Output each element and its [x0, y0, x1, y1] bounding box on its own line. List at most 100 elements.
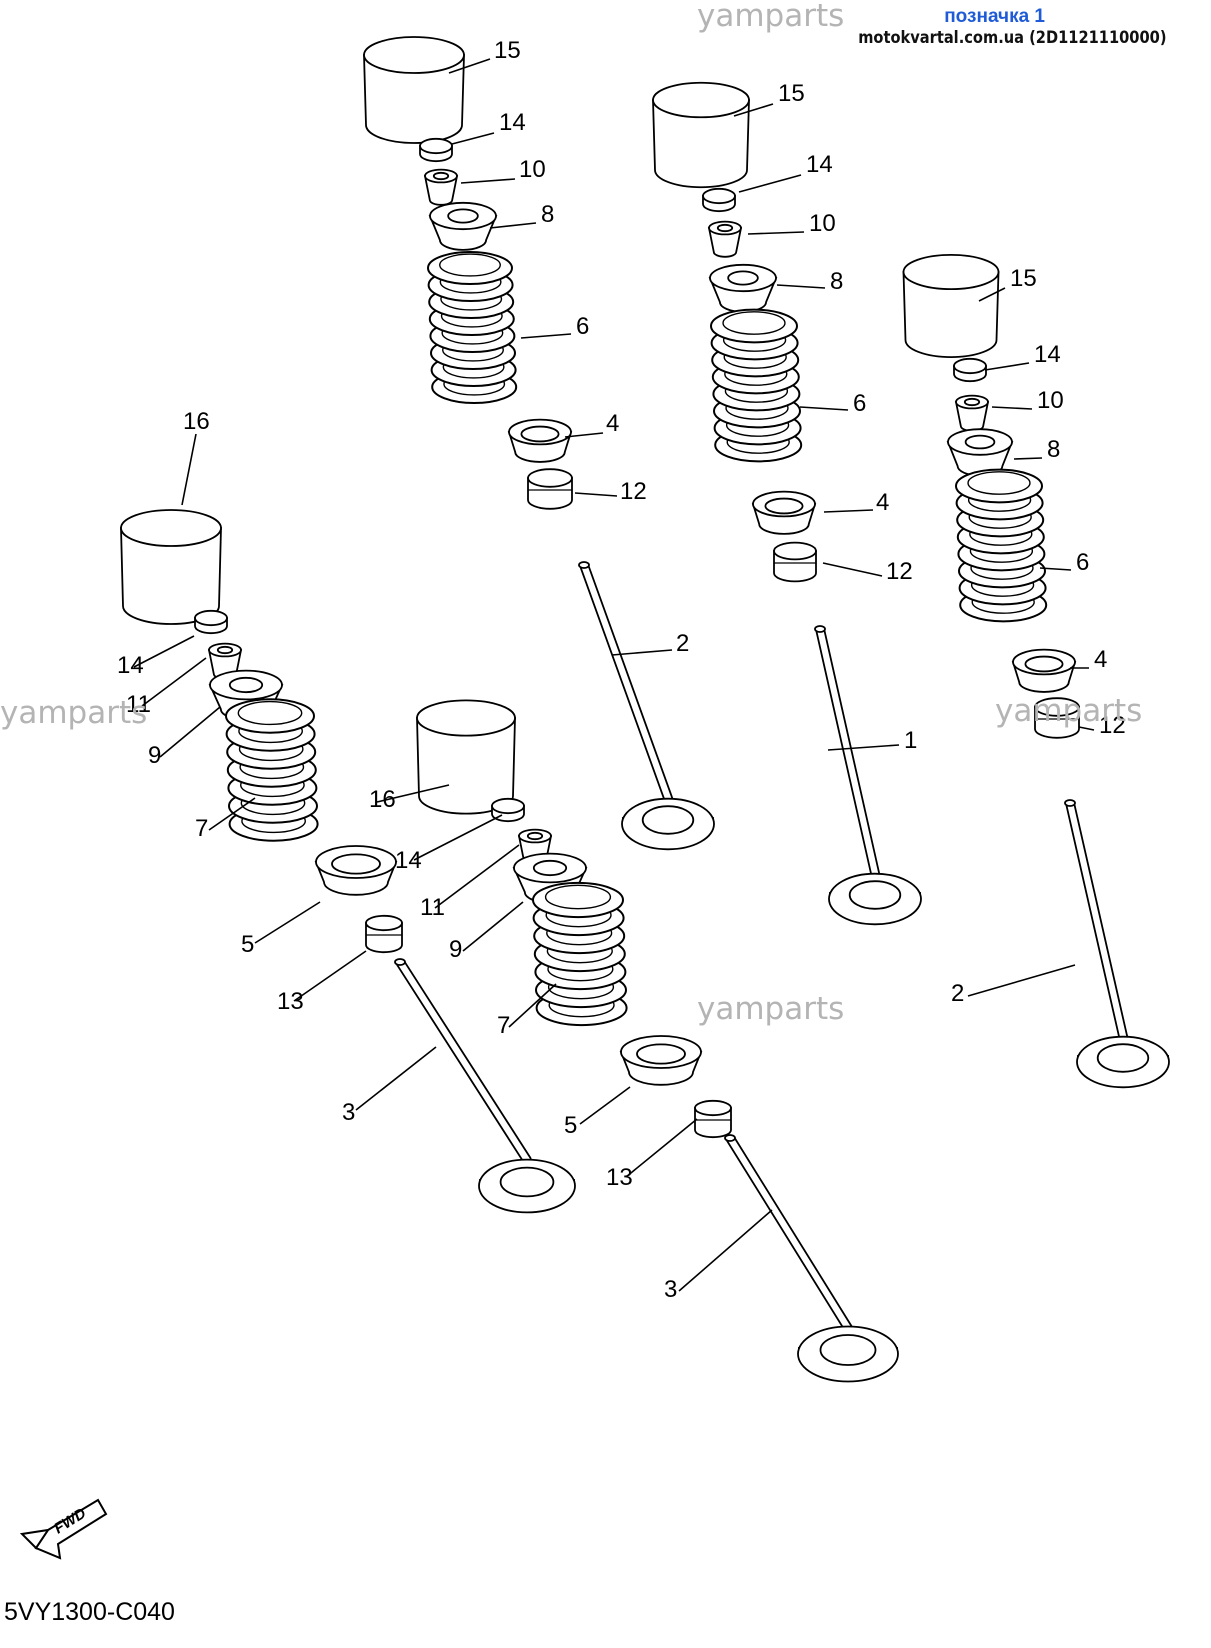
callout-number: 5: [564, 1112, 577, 1139]
callout-leader: [355, 1046, 437, 1111]
adjusting-pad-14: [419, 137, 453, 163]
callout-leader: [460, 178, 516, 184]
callout-number: 1: [904, 727, 917, 754]
valve-stem-seal-12: [527, 468, 573, 510]
adjusting-pad-14: [702, 187, 736, 213]
valve-cotter-11: [207, 642, 243, 680]
intake-valve-2: [1064, 799, 1170, 1089]
callout-number: 2: [951, 980, 964, 1007]
callout-number: 10: [1037, 387, 1064, 414]
spring-retainer-8: [428, 201, 498, 251]
valve-spring-6: [427, 251, 518, 404]
callout-number: 3: [664, 1276, 677, 1303]
callout-number: 10: [519, 156, 546, 183]
valve-stem-seal-13: [365, 914, 403, 954]
watermark: yamparts: [697, 0, 845, 34]
valve-cotter-10: [954, 394, 990, 432]
callout-number: 9: [148, 742, 161, 769]
spring-retainer-8: [946, 428, 1014, 477]
callout-leader: [520, 333, 572, 339]
callout-leader: [747, 231, 805, 235]
callout-number: 7: [195, 815, 208, 842]
fwd-arrow-icon: FWD: [19, 1498, 108, 1560]
intake-valve-1: [814, 625, 922, 926]
valve-lifter-15: [652, 81, 750, 189]
callout-leader: [254, 901, 321, 944]
spring-seat-4: [507, 418, 573, 463]
callout-leader: [462, 901, 524, 952]
callout-leader: [625, 1118, 698, 1178]
callout-leader: [799, 406, 849, 411]
callout-leader: [448, 58, 491, 74]
callout-leader: [823, 509, 874, 513]
callout-leader: [376, 784, 450, 803]
callout-number: 4: [606, 410, 619, 437]
valve-spring-6: [955, 468, 1048, 623]
marker-label: позначка 1: [944, 6, 1045, 27]
callout-leader: [181, 433, 197, 506]
callout-number: 7: [497, 1012, 510, 1039]
callout-number: 6: [853, 390, 866, 417]
source-caption: motokvartal.com.ua (2D1121110000): [858, 28, 1167, 48]
callout-number: 16: [183, 408, 210, 435]
callout-leader: [489, 222, 537, 229]
spring-retainer-9: [512, 852, 588, 904]
callout-leader: [611, 649, 673, 656]
callout-leader: [738, 174, 802, 193]
callout-number: 3: [342, 1099, 355, 1126]
callout-leader: [133, 635, 195, 668]
spring-seat-4: [1011, 648, 1077, 693]
callout-number: 14: [117, 652, 144, 679]
callout-leader: [991, 406, 1033, 410]
valve-lifter-15: [363, 36, 465, 144]
callout-number: 8: [830, 268, 843, 295]
callout-number: 14: [499, 109, 526, 136]
valve-stem-seal-13: [694, 1099, 732, 1139]
callout-number: 16: [369, 786, 396, 813]
callout-number: 12: [886, 558, 913, 585]
callout-leader: [733, 103, 774, 117]
callout-leader: [574, 492, 618, 497]
callout-leader: [141, 657, 207, 707]
valve-stem-seal-12: [773, 541, 817, 583]
adjusting-pad-14: [194, 609, 228, 635]
callout-number: 4: [1094, 646, 1107, 673]
callout-leader: [579, 1086, 631, 1125]
exhaust-valve-3: [394, 958, 576, 1214]
callout-leader: [451, 132, 495, 145]
callout-leader: [984, 362, 1030, 371]
callout-leader: [208, 797, 256, 831]
callout-leader: [978, 287, 1006, 302]
callout-number: 12: [620, 478, 647, 505]
callout-number: 8: [541, 201, 554, 228]
spring-seat-5: [619, 1035, 703, 1086]
watermark: yamparts: [0, 695, 148, 731]
valve-lifter-16: [120, 509, 222, 625]
callout-number: 14: [395, 847, 422, 874]
spring-retainer-8: [708, 263, 778, 313]
callout-leader: [967, 964, 1076, 997]
callout-number: 2: [676, 630, 689, 657]
valve-stem-seal-12: [1034, 697, 1080, 739]
callout-number: 6: [576, 313, 589, 340]
callout-number: 6: [1076, 549, 1089, 576]
callout-number: 15: [1010, 265, 1037, 292]
callout-number: 5: [241, 931, 254, 958]
callout-leader: [159, 706, 221, 758]
diagram-code: 5VY1300-C040: [4, 1598, 175, 1626]
callout-leader: [434, 844, 520, 909]
callout-number: 9: [449, 936, 462, 963]
valve-lifter-16: [416, 699, 516, 815]
adjusting-pad-14: [491, 797, 525, 823]
callout-leader: [293, 950, 367, 1002]
callout-number: 14: [1034, 341, 1061, 368]
callout-leader: [1039, 567, 1072, 571]
callout-leader: [827, 744, 900, 751]
spring-seat-5: [314, 845, 398, 896]
callout-number: 13: [277, 988, 304, 1015]
callout-leader: [678, 1209, 773, 1292]
callout-leader: [564, 432, 604, 438]
valve-spring-7: [225, 698, 319, 842]
spring-seat-4: [751, 490, 817, 535]
